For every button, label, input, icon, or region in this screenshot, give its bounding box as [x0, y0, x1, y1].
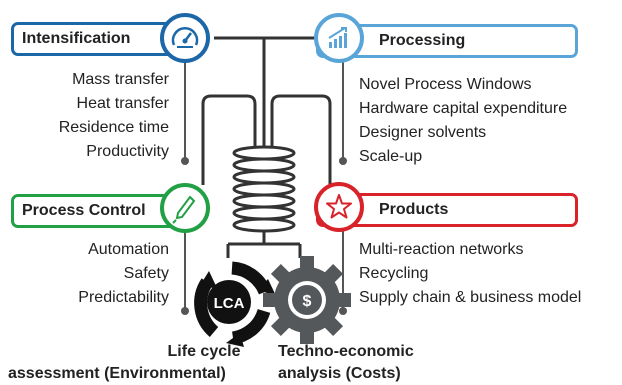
list-item: Heat transfer: [76, 95, 169, 112]
lca-caption-line-1: Life cycle: [167, 343, 241, 360]
list-item: Novel Process Windows: [359, 76, 532, 93]
list-item: Recycling: [359, 265, 429, 282]
gear-icon: [263, 256, 351, 344]
process-control-icon-circle: [160, 183, 210, 233]
products-list: Multi-reaction networks Recycling Supply…: [359, 238, 581, 310]
lca-caption: Life cycle assessment (Environmental): [4, 341, 284, 385]
intensification-icon-circle: [160, 13, 210, 63]
intensification-list: Mass transfer Heat transfer Residence ti…: [59, 68, 169, 164]
speedometer-icon: [171, 27, 199, 48]
heat-exchanger-coil: [232, 145, 296, 233]
list-item: Scale-up: [359, 148, 423, 165]
lca-recycle-icon: [194, 261, 276, 347]
list-item: Hardware capital expenditure: [359, 100, 568, 117]
list-item: Supply chain & business model: [359, 289, 582, 306]
processing-icon-circle: [314, 13, 364, 63]
cost-caption-line-2: analysis (Costs): [278, 365, 401, 382]
cost-badge-text: $: [303, 293, 312, 310]
cost-caption-line-1: Techno-economic: [278, 343, 414, 360]
process-control-title: Process Control: [22, 202, 146, 219]
intensification-box: Intensification: [11, 22, 181, 56]
list-item: Designer solvents: [359, 124, 487, 141]
list-item: Productivity: [86, 143, 169, 160]
lca-caption-line-2: assessment (Environmental): [8, 365, 226, 382]
wire-left-outer: [201, 94, 257, 185]
list-item: Safety: [123, 265, 169, 282]
wire-coil-bottom: [226, 231, 302, 258]
products-icon-circle: [314, 182, 364, 232]
star-icon: [326, 194, 352, 219]
thermometer-probe-icon: [172, 195, 196, 224]
processing-title: Processing: [379, 32, 466, 49]
wire-right-outer: [270, 94, 332, 185]
cost-caption: Techno-economic analysis (Costs): [278, 341, 438, 385]
list-item: Mass transfer: [72, 71, 169, 88]
products-title: Products: [379, 201, 449, 218]
process-control-box: Process Control: [11, 194, 181, 228]
rising-bar-chart-icon: [328, 27, 347, 48]
processing-list: Novel Process Windows Hardware capital e…: [359, 73, 567, 169]
processing-box: Processing: [316, 24, 578, 58]
list-item: Residence time: [58, 119, 169, 136]
list-item: Multi-reaction networks: [359, 241, 524, 258]
intensification-title: Intensification: [22, 30, 131, 47]
process-control-list: Automation Safety Predictability: [78, 238, 169, 310]
list-item: Automation: [88, 241, 169, 258]
list-item: Predictability: [78, 289, 169, 306]
lca-badge-text: LCA: [214, 295, 245, 312]
